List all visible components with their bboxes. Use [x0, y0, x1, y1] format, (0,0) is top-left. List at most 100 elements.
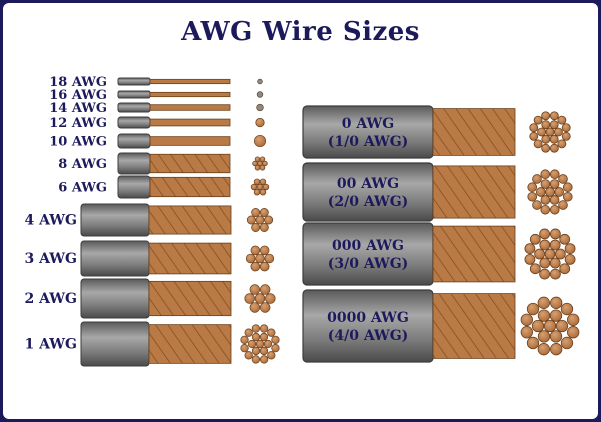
strand: [567, 313, 580, 326]
strand: [555, 248, 566, 260]
strand: [541, 134, 551, 144]
strand: [554, 187, 565, 197]
strand: [257, 78, 263, 85]
strand: [549, 111, 559, 121]
strand: [549, 143, 559, 153]
wire-gauge-alt-label: (1/0 AWG): [328, 134, 409, 150]
strand: [267, 328, 276, 337]
strand: [537, 330, 551, 343]
strand: [259, 261, 270, 272]
strand: [259, 208, 269, 217]
copper-conductor: [148, 242, 232, 275]
insulation-jacket: [302, 222, 434, 286]
wire-gauge-label: 00 AWG: [337, 176, 399, 192]
wire-gauge-alt-label: (4/0 AWG): [328, 328, 409, 344]
wire-gauge-label: 1 AWG: [25, 337, 77, 353]
strand: [264, 215, 274, 225]
copper-conductor: [148, 280, 232, 317]
wire-gauge-alt-label: (3/0 AWG): [328, 256, 409, 272]
strand: [561, 123, 571, 133]
copper-conductor: [149, 118, 231, 127]
strand: [265, 293, 276, 304]
strand: [526, 336, 540, 350]
strand: [251, 355, 261, 364]
strand: [264, 253, 275, 264]
strand: [251, 223, 261, 232]
copper-conductor: [148, 324, 232, 364]
insulation-jacket: [117, 90, 151, 99]
strand: [537, 343, 550, 356]
strand: [259, 302, 271, 313]
copper-conductor: [149, 78, 231, 85]
conductor-cross-section: [252, 156, 268, 171]
strand: [527, 191, 538, 202]
wire-row-11: 1 AWG: [25, 321, 280, 367]
strand: [550, 296, 563, 309]
strand: [253, 178, 261, 186]
strand: [251, 324, 261, 333]
strand: [520, 326, 533, 339]
insulation-jacket: [80, 321, 150, 367]
wire-gauge-label: 0 AWG: [342, 116, 394, 132]
strand: [252, 160, 258, 167]
strand: [553, 127, 563, 137]
strand: [549, 268, 561, 280]
strand: [244, 328, 253, 337]
wire-row-10: 2 AWG: [25, 278, 276, 319]
copper-conductor: [432, 108, 516, 156]
strand: [240, 335, 249, 345]
conductor-cross-section: [250, 178, 270, 196]
wire-row-3: 14 AWG: [49, 101, 264, 116]
strand: [247, 339, 257, 349]
wire-row-5: 10 AWG: [49, 133, 267, 150]
strand: [529, 123, 539, 133]
wire-row-7: 6 AWG: [58, 175, 270, 199]
strand: [526, 302, 540, 316]
conductor-cross-section: [253, 134, 267, 148]
insulation-jacket: [117, 116, 151, 129]
strand: [529, 131, 539, 141]
strand: [251, 332, 261, 342]
strand: [259, 245, 270, 256]
strand: [549, 309, 563, 322]
wire-gauge-label: 3 AWG: [25, 251, 77, 267]
strand: [535, 187, 546, 197]
strand: [564, 253, 576, 265]
insulation-jacket: [80, 240, 150, 277]
strand: [256, 183, 264, 191]
conductor-cross-section: [244, 284, 276, 313]
strand: [541, 111, 551, 121]
insulation-jacket: [117, 175, 151, 199]
conductor-cross-section: [255, 117, 265, 128]
insulation-jacket: [80, 203, 150, 237]
strand: [520, 313, 533, 326]
wire-row-8: 4 AWG: [25, 203, 274, 237]
strand: [251, 346, 261, 356]
strand: [262, 160, 268, 167]
strand: [559, 233, 571, 245]
strand: [539, 257, 551, 269]
wire-gauge-label: 4 AWG: [25, 213, 77, 229]
conductor-cross-section: [527, 169, 573, 215]
wire-row-6: 8 AWG: [58, 152, 268, 175]
insulation-jacket: [302, 289, 434, 363]
strand: [255, 117, 265, 128]
conductor-cross-section: [529, 111, 571, 153]
strand: [533, 139, 543, 149]
wire-row-9: 3 AWG: [25, 240, 275, 277]
insulation-jacket: [117, 133, 151, 149]
strand: [539, 228, 551, 240]
wire-row-12: 0 AWG (1/0 AWG): [302, 105, 571, 159]
conductor-cross-section: [246, 208, 274, 232]
strand: [259, 355, 269, 364]
strand: [541, 120, 551, 130]
strand: [259, 223, 269, 232]
strand: [533, 115, 543, 125]
strand: [545, 127, 555, 137]
strand: [259, 332, 269, 342]
copper-conductor: [432, 293, 516, 359]
strand: [543, 319, 557, 333]
insulation-jacket: [302, 162, 434, 222]
strand: [259, 284, 271, 295]
